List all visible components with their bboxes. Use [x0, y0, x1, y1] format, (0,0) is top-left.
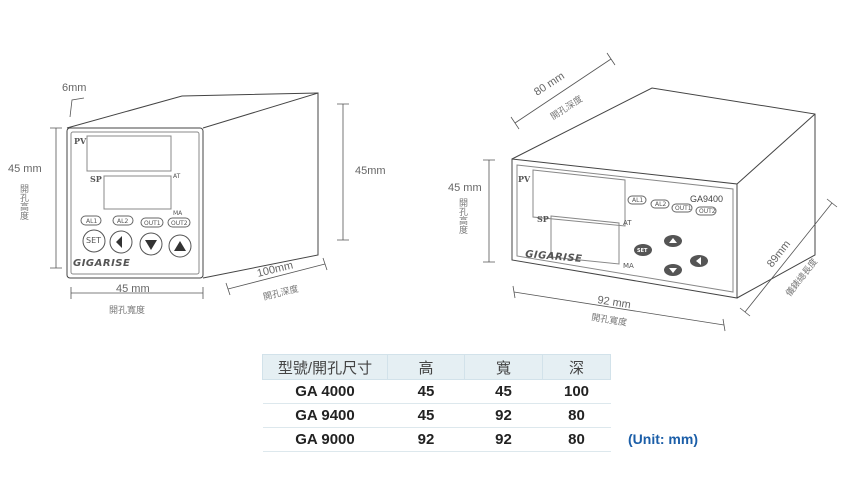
- header-height: 高: [387, 354, 465, 380]
- header-model: 型號/開孔尺寸: [262, 354, 388, 380]
- right-arrow-down-icon: [669, 268, 677, 273]
- right-led-out2-label: OUT2: [699, 208, 716, 215]
- left-dim-width: 45 mm: [116, 283, 150, 295]
- cell-model: GA 9400: [262, 403, 388, 428]
- left-ma-label: MA: [173, 210, 183, 217]
- right-led-al2: [650, 199, 670, 209]
- right-label-width: 開孔寬度: [591, 311, 628, 328]
- cell-model: GA 4000: [262, 379, 388, 404]
- left-down-button[interactable]: [139, 232, 163, 256]
- left-sp-display: [103, 175, 172, 210]
- left-arrow-down-icon: [145, 240, 157, 250]
- header-width: 寬: [464, 354, 543, 380]
- right-ma-label: MA: [623, 262, 634, 270]
- table-row: GA 4000 45 45 100: [262, 379, 611, 404]
- right-set-button[interactable]: [634, 244, 652, 256]
- left-label-height: 開孔高度: [18, 184, 29, 221]
- left-sp-label: SP: [90, 174, 102, 184]
- left-pv-label: PV: [74, 136, 87, 146]
- left-device-faceplate: [70, 131, 200, 275]
- cell-model: GA 9000: [262, 427, 388, 452]
- right-dim-width: 92 mm: [597, 294, 632, 311]
- left-pv-display: [86, 135, 172, 172]
- right-led-al2-label: AL2: [655, 201, 666, 208]
- table-header-row: 型號/開孔尺寸 高 寬 深: [262, 354, 611, 380]
- right-led-al1-label: AL1: [632, 197, 643, 204]
- left-led-al1-label: AL1: [86, 218, 97, 225]
- left-led-al1: [80, 215, 102, 226]
- left-led-out2-label: OUT2: [171, 220, 188, 227]
- right-led-al1: [627, 195, 647, 205]
- right-dim-depth: 80 mm: [532, 70, 567, 98]
- right-at-label: AT: [623, 219, 632, 227]
- spec-table: 型號/開孔尺寸 高 寬 深 GA 4000 45 45 100 GA 9400 …: [262, 354, 611, 452]
- cell-width: 45: [464, 379, 543, 404]
- left-arrow-up-icon: [174, 241, 186, 251]
- left-device-bezel: [66, 127, 204, 279]
- cell-depth: 80: [542, 403, 611, 428]
- right-sp-label: SP: [537, 214, 549, 224]
- right-arrow-left-icon: [696, 257, 701, 265]
- cell-depth: 100: [542, 379, 611, 404]
- table-row: GA 9400 45 92 80: [262, 403, 611, 428]
- left-left-button[interactable]: [109, 230, 133, 254]
- left-dim-height: 45 mm: [8, 163, 42, 175]
- right-dimension-lines: [483, 52, 838, 332]
- left-logo: GIGARISE: [73, 258, 130, 269]
- left-arrow-left-icon: [116, 236, 127, 248]
- left-led-out1: [140, 217, 164, 228]
- left-led-al2-label: AL2: [117, 218, 128, 225]
- left-device-body: [202, 92, 319, 279]
- right-device-top-right-edge: [736, 113, 816, 185]
- header-depth: 深: [542, 354, 611, 380]
- left-led-al2: [112, 215, 134, 226]
- right-led-out1: [671, 203, 693, 213]
- right-arrow-up-icon: [669, 238, 677, 243]
- right-dim-height: 45 mm: [448, 182, 482, 194]
- left-label-width: 開孔寬度: [109, 304, 145, 316]
- left-label-depth: 開孔深度: [262, 283, 300, 303]
- right-device: [511, 87, 816, 299]
- right-model-label: GA9400: [690, 194, 723, 204]
- right-sp-display: [550, 215, 620, 265]
- left-at-label: AT: [173, 173, 181, 180]
- cell-width: 92: [464, 403, 543, 428]
- left-dim-height-right: 45mm: [355, 165, 386, 177]
- right-label-height: 開孔高度: [457, 198, 468, 235]
- left-device: [66, 92, 319, 279]
- right-device-bezel: [511, 158, 738, 299]
- left-up-button[interactable]: [168, 234, 192, 258]
- cell-depth: 80: [542, 427, 611, 452]
- right-device-faceplate: [516, 164, 734, 293]
- right-pv-label: PV: [518, 174, 531, 184]
- cell-height: 45: [387, 403, 465, 428]
- left-led-out2: [167, 217, 191, 228]
- left-led-out1-label: OUT1: [144, 220, 161, 227]
- left-dim-top: 6mm: [62, 82, 86, 94]
- right-led-out2: [695, 206, 717, 216]
- cell-height: 92: [387, 427, 465, 452]
- cell-width: 92: [464, 427, 543, 452]
- right-set-label: SET: [637, 248, 648, 254]
- right-buttons: [634, 235, 708, 276]
- unit-note: (Unit: mm): [628, 431, 698, 447]
- right-logo: GIGARISE: [525, 249, 583, 265]
- left-set-button[interactable]: [82, 229, 106, 253]
- table-row: GA 9000 92 92 80: [262, 427, 611, 452]
- dimension-drawing: PV SP AT MA AL1 AL2 OUT1 OUT2 SET GIGARI…: [8, 52, 838, 332]
- cell-height: 45: [387, 379, 465, 404]
- left-device-top-edge: [66, 92, 319, 129]
- left-dimension-lines: [50, 97, 349, 299]
- right-pv-display: [532, 169, 626, 227]
- right-dim-length: 89mm: [765, 238, 793, 269]
- right-led-out1-label: OUT1: [675, 205, 692, 212]
- left-set-label: SET: [86, 236, 101, 245]
